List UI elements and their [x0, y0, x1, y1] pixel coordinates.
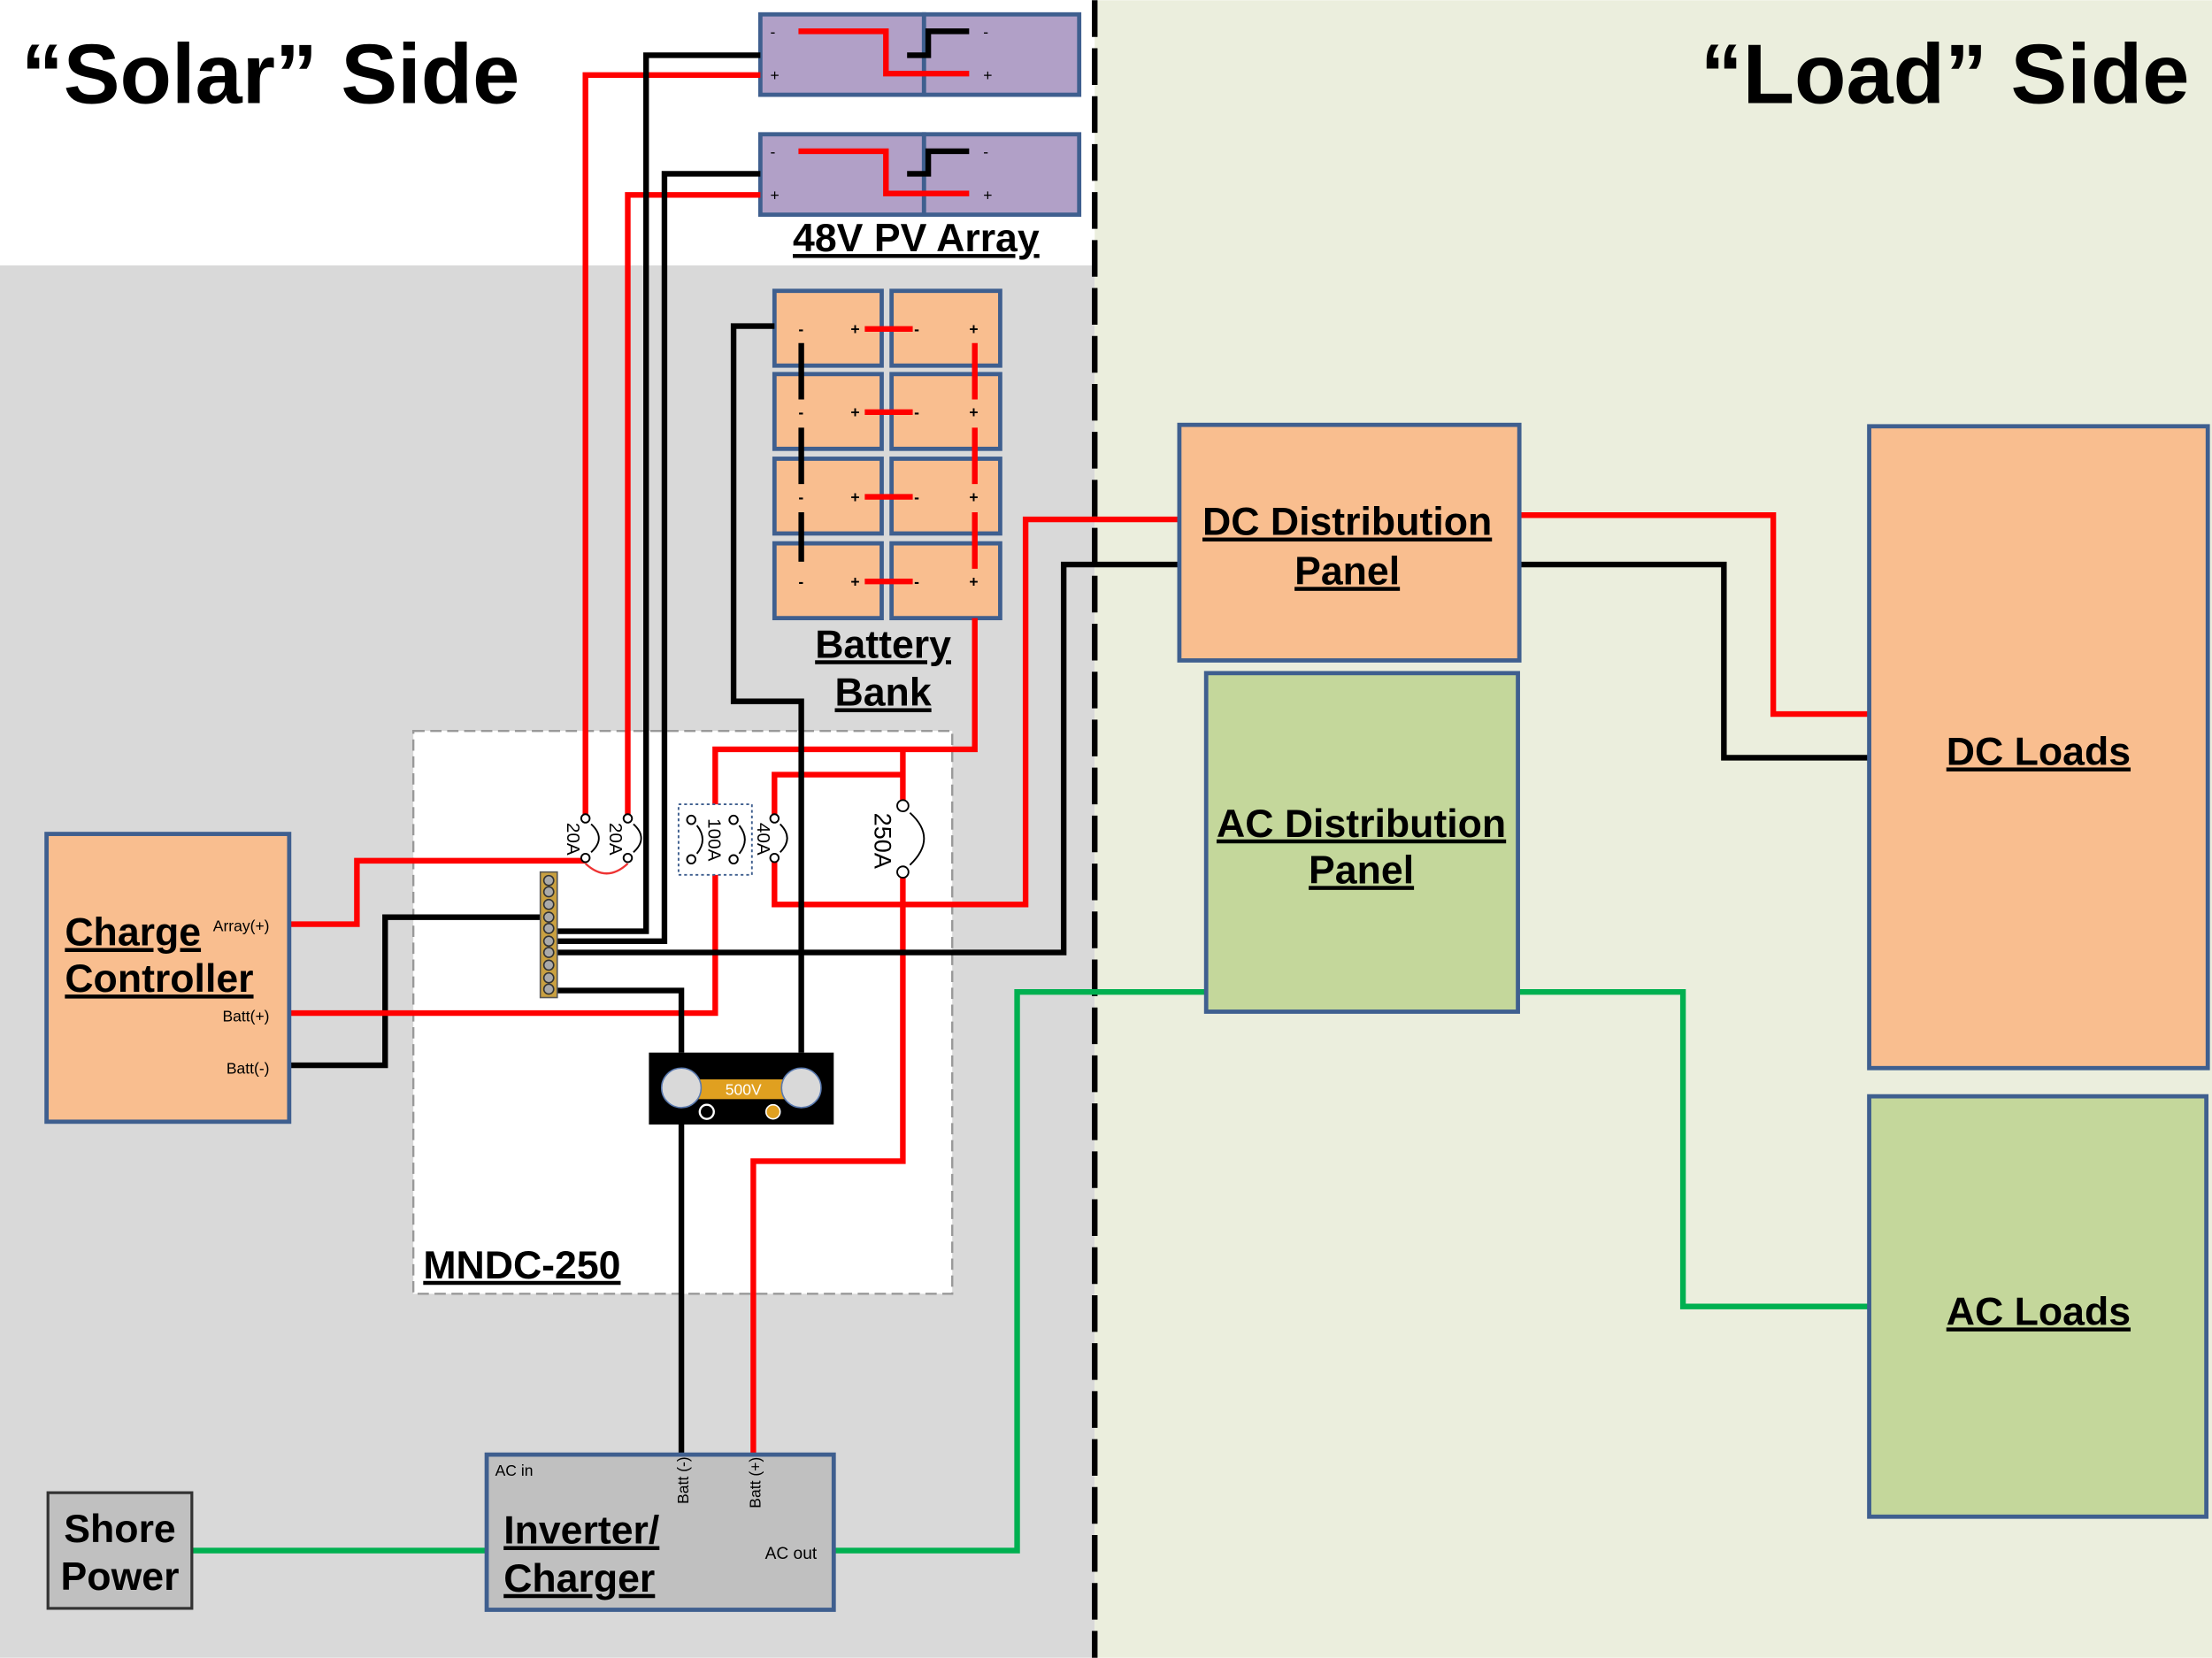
- pv-array-label: 48V PV Array: [793, 217, 1040, 260]
- battery-plus: +: [969, 403, 978, 421]
- battery-plus: +: [850, 403, 859, 421]
- breaker-rating: 20A: [563, 823, 583, 856]
- batt-minus-terminal: Batt (-): [674, 1456, 692, 1504]
- batt-plus-terminal: Batt(+): [222, 1008, 269, 1025]
- breaker-rating: 20A: [605, 823, 626, 856]
- shore-power-label-2: Power: [61, 1555, 180, 1599]
- pv-minus-label: -: [983, 142, 988, 160]
- charge-controller-title-2: Controller: [65, 957, 253, 1001]
- array-plus-terminal: Array(+): [213, 917, 270, 935]
- breaker-rating: 250A: [870, 813, 897, 870]
- pv-minus-label: -: [983, 23, 988, 41]
- battery-bank-label-1: Battery: [815, 623, 951, 666]
- mndc-label: MNDC-250: [423, 1244, 620, 1287]
- pv-plus-label: +: [771, 66, 780, 84]
- pv-plus-label: +: [983, 187, 992, 204]
- breaker-20a-1: 20A: [563, 813, 600, 864]
- shunt-rating: 500V: [726, 1081, 762, 1099]
- breaker-20a-2: 20A: [605, 813, 642, 864]
- pv-panel-2: - + - +: [757, 132, 1082, 218]
- ac-in-terminal: AC in: [495, 1462, 534, 1479]
- battery-minus: -: [914, 403, 919, 421]
- battery-minus: -: [798, 403, 803, 421]
- inverter-title-2: Charger: [503, 1557, 655, 1600]
- dc-distribution-label-2: Panel: [1294, 549, 1400, 593]
- breaker-40a: 40A: [753, 813, 788, 864]
- dc-loads: DC Loads: [1867, 424, 2210, 1071]
- battery-minus: -: [798, 573, 803, 591]
- battery-plus: +: [850, 488, 859, 506]
- batt-minus-terminal: Batt(-): [227, 1060, 270, 1078]
- dc-distribution-label-1: DC Distribution: [1202, 501, 1492, 544]
- pv-minus-label: -: [771, 142, 776, 160]
- battery-plus: +: [850, 320, 859, 338]
- battery-minus: -: [914, 320, 919, 338]
- inverter-charger: Inverter/ Charger AC in AC out Batt (-) …: [484, 1452, 836, 1612]
- pv-plus-label: +: [771, 187, 780, 204]
- battery-minus: -: [798, 488, 803, 506]
- breaker-100a: 100A: [677, 803, 753, 876]
- ac-distribution-label-2: Panel: [1309, 848, 1414, 892]
- battery-minus: -: [914, 573, 919, 591]
- breaker-rating: 40A: [753, 823, 773, 856]
- pv-minus-label: -: [771, 23, 776, 41]
- dc-loads-label: DC Loads: [1947, 730, 2131, 773]
- dc-distribution-panel: DC Distribution Panel: [1177, 422, 1522, 663]
- shunt: 500V: [649, 1052, 834, 1125]
- battery-bank-label-2: Bank: [835, 671, 932, 714]
- breaker-rating: 100A: [703, 818, 724, 862]
- ac-loads-label: AC Loads: [1947, 1290, 2131, 1333]
- pv-plus-label: +: [983, 66, 992, 84]
- battery-plus: +: [969, 488, 978, 506]
- shore-power-label-1: Shore: [64, 1508, 175, 1551]
- pv-panel-1: - + - +: [757, 12, 1082, 97]
- ac-distribution-label-1: AC Distribution: [1217, 802, 1506, 846]
- breaker-250a: 250A: [870, 799, 926, 879]
- ac-out-terminal: AC out: [765, 1545, 818, 1563]
- inverter-title-1: Inverter/: [503, 1509, 659, 1553]
- battery-plus: +: [969, 320, 978, 338]
- battery-plus: +: [969, 573, 978, 591]
- shore-power: Shore Power: [46, 1491, 194, 1610]
- battery-minus: -: [798, 320, 803, 338]
- batt-plus-terminal: Batt (+): [746, 1457, 764, 1508]
- charge-controller: Array(+) Batt(+) Batt(-) Charge Controll…: [44, 832, 292, 1125]
- solar-side-title: “Solar” Side: [21, 27, 519, 122]
- battery-bank: - + - + - + - + - + - + - + - +: [772, 288, 1002, 621]
- charge-controller-title-1: Charge: [65, 911, 201, 955]
- ac-loads: AC Loads: [1867, 1094, 2209, 1519]
- negative-busbar: [539, 871, 558, 999]
- load-side-title: “Load” Side: [1701, 27, 2190, 122]
- battery-plus: +: [850, 573, 859, 591]
- wiring: [191, 52, 1870, 1554]
- battery-minus: -: [914, 488, 919, 506]
- ac-distribution-panel: AC Distribution Panel: [1203, 671, 1520, 1014]
